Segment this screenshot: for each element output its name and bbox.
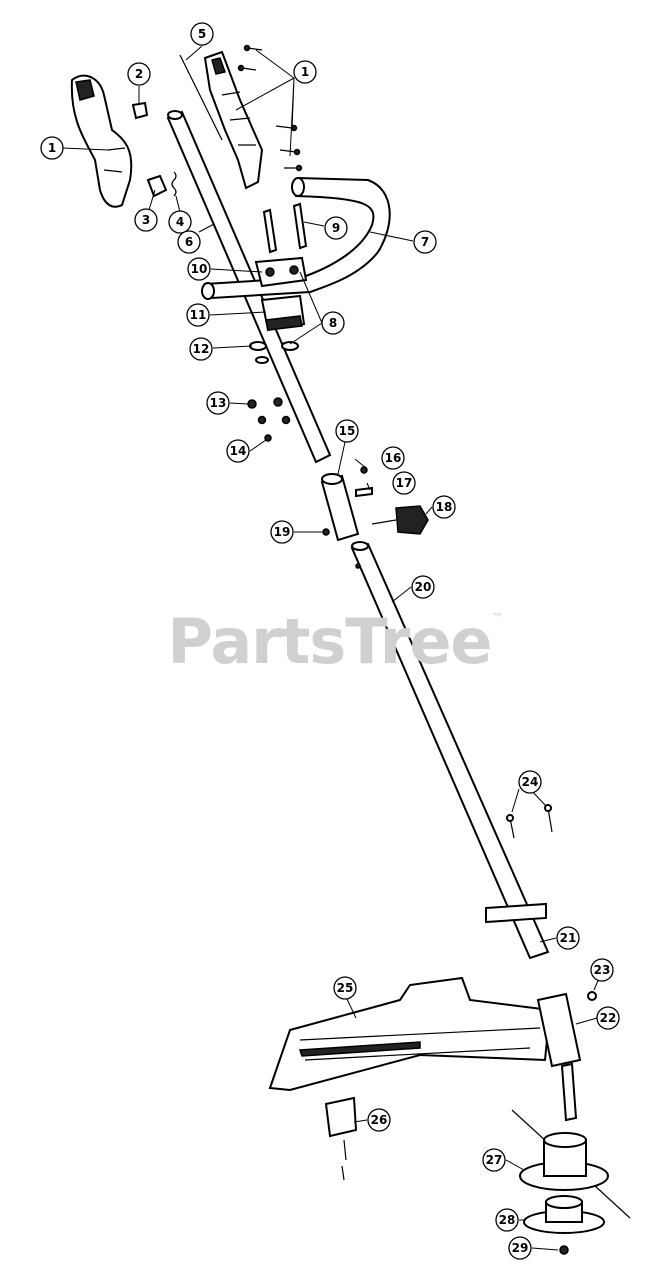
washers [249,341,299,364]
callout-13: 13 [206,391,230,415]
svg-text:26: 26 [371,1113,388,1127]
svg-text:14: 14 [230,444,247,458]
callout-11: 11 [186,303,210,327]
callout-19: 19 [270,520,294,544]
callout-14: 14 [226,439,250,463]
handle-half-left [70,74,133,208]
svg-text:15: 15 [339,424,356,438]
svg-text:20: 20 [415,580,432,594]
svg-text:29: 29 [512,1241,529,1255]
callout-21: 21 [556,926,580,950]
callout-17: 17 [392,471,416,495]
callout-4: 4 [168,210,192,234]
svg-text:13: 13 [210,396,227,410]
coupler-pin [322,528,330,536]
svg-text:12: 12 [193,342,210,356]
guard-bracket [485,902,547,924]
svg-text:21: 21 [560,931,577,945]
callout-29: 29 [508,1236,532,1260]
callout-25: 25 [333,976,357,1000]
callout-1b: 1 [293,60,317,84]
svg-text:17: 17 [396,476,413,490]
clamp-bolts [262,202,308,254]
spring-part [171,171,177,197]
trimmer-spool [511,1109,631,1219]
svg-text:8: 8 [329,316,337,330]
spool-nut [559,1245,569,1255]
spool-cap [523,1195,605,1234]
callout-24: 24 [518,770,542,794]
throttle-switch [146,174,168,198]
coupler-nut [360,466,368,474]
head-screw [587,991,597,1001]
callout-23: 23 [590,958,614,982]
svg-text:10: 10 [191,262,208,276]
callout-2: 2 [127,62,151,86]
svg-text:24: 24 [522,775,539,789]
callout-18: 18 [432,495,456,519]
svg-text:28: 28 [499,1213,516,1227]
svg-text:25: 25 [337,981,354,995]
svg-text:3: 3 [142,213,150,227]
coupler-bolt [355,486,373,498]
callout-labels: 1 1 2 3 4 5 6 7 8 9 10 11 12 13 14 15 16… [40,22,620,1260]
throttle-wire [179,54,223,141]
svg-text:11: 11 [190,308,207,322]
svg-text:18: 18 [436,500,453,514]
svg-text:7: 7 [421,235,429,249]
leader-lines [62,45,603,1251]
svg-text:1: 1 [301,65,309,79]
callout-20: 20 [411,575,435,599]
clamp-lower [260,294,306,332]
trimmer-guard [268,976,552,1092]
shaft-coupler [320,473,360,542]
svg-text:1: 1 [48,141,56,155]
svg-text:16: 16 [385,451,402,465]
callout-5: 5 [190,22,214,46]
callout-28: 28 [495,1208,519,1232]
callout-22: 22 [596,1006,620,1030]
svg-text:2: 2 [135,67,143,81]
svg-text:6: 6 [185,235,193,249]
svg-text:19: 19 [274,525,291,539]
svg-text:27: 27 [486,1153,503,1167]
svg-text:4: 4 [176,215,184,229]
callout-8a: 8 [321,311,345,335]
loop-handle [201,176,391,300]
svg-text:9: 9 [332,221,340,235]
nuts [247,397,291,442]
callout-1a: 1 [40,136,64,160]
callout-3: 3 [134,208,158,232]
callout-6: 6 [177,230,201,254]
callout-26: 26 [367,1108,391,1132]
lower-shaft [350,541,550,960]
svg-text:23: 23 [594,963,611,977]
callout-15: 15 [335,419,359,443]
bracket-screws [506,804,553,839]
callout-12: 12 [189,337,213,361]
clip-part [131,101,149,120]
callout-9: 9 [324,216,348,240]
svg-text:22: 22 [600,1011,617,1025]
callout-7: 7 [413,230,437,254]
line-cutter-blade [324,1096,358,1181]
handle-screws [237,44,303,172]
clamp-upper [254,256,308,288]
callout-16: 16 [381,446,405,470]
gear-head [536,992,582,1122]
coupler-knob [371,505,429,535]
callout-27: 27 [482,1148,506,1172]
handle-half-right [203,50,264,190]
svg-text:5: 5 [198,27,206,41]
callout-10: 10 [187,257,211,281]
